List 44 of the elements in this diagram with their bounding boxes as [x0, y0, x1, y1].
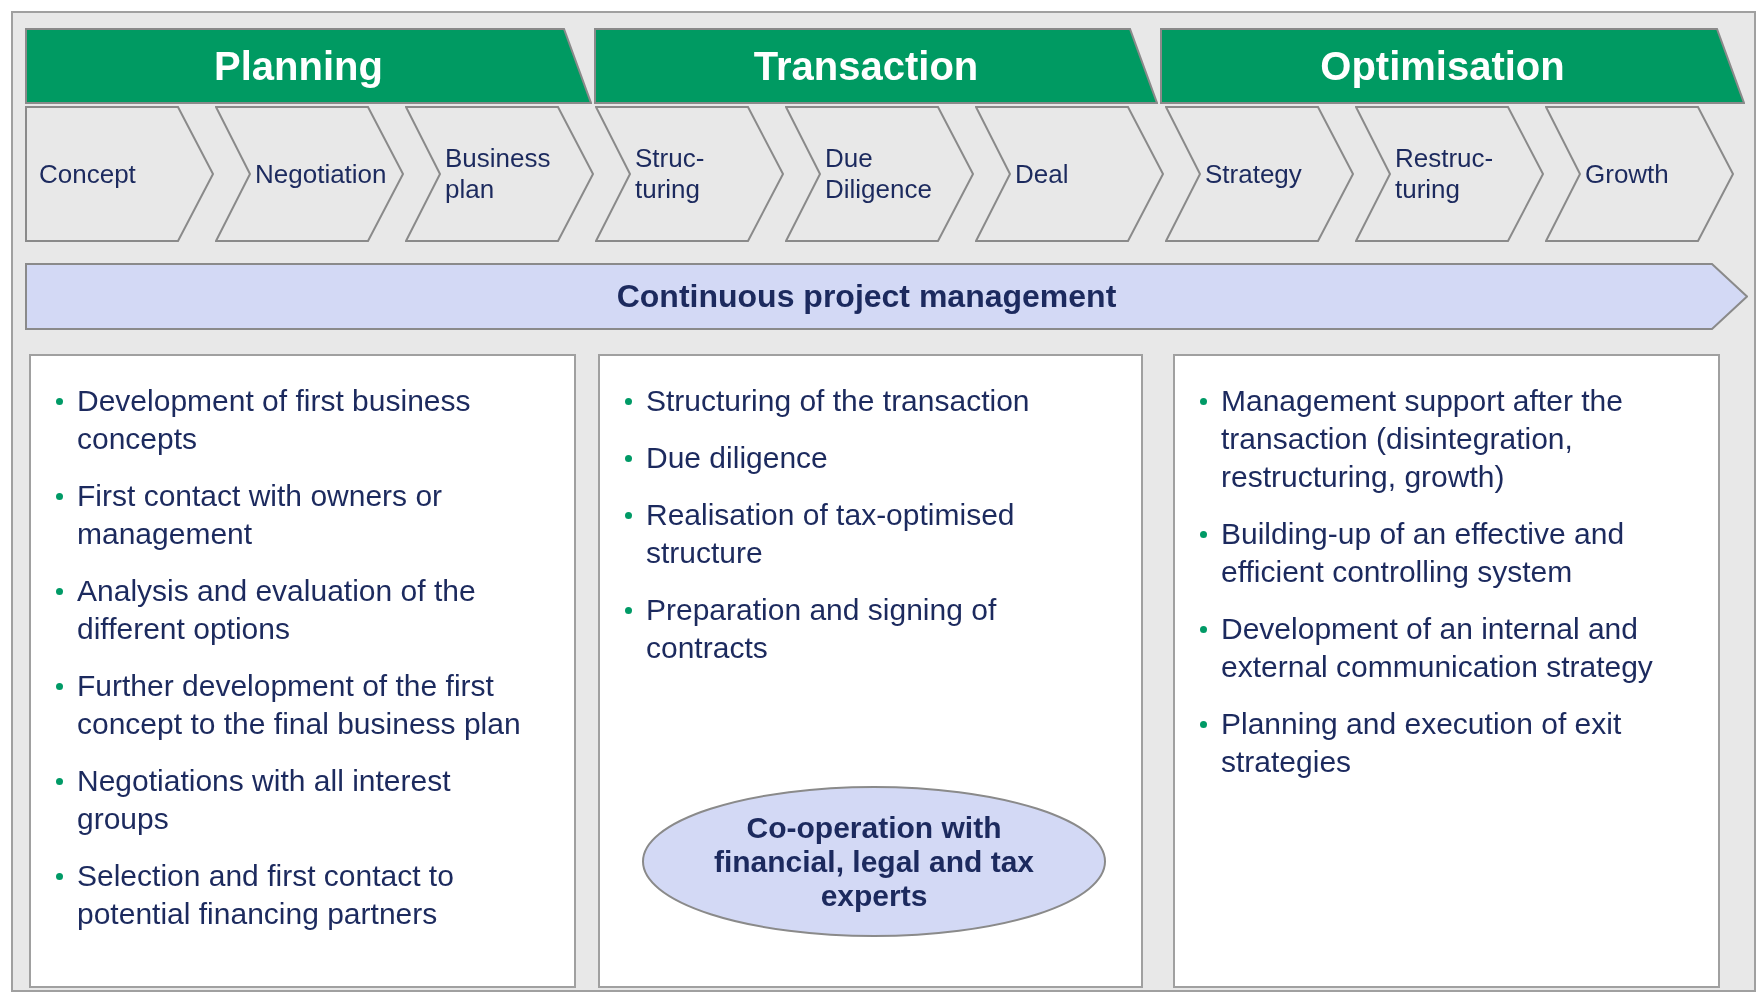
chevron-step: [785, 106, 974, 242]
bullet-item: Preparation and signing of contracts: [612, 591, 1117, 667]
text-panel: [29, 354, 576, 988]
text-panel: [598, 354, 1143, 988]
step-label: Negotiation: [255, 158, 387, 190]
bullet-item: First contact with owners or management: [43, 477, 550, 553]
ellipse-callout: [641, 785, 1107, 938]
chevron-step: [1355, 106, 1544, 242]
bullet-item: Selection and first contact to potential financing partners: [43, 857, 550, 933]
chevron-step: [215, 106, 404, 242]
chevron-step: [1165, 106, 1354, 242]
phase-title: Transaction: [753, 43, 979, 89]
step-label: Concept: [39, 158, 136, 190]
bullet-item: Realisation of tax-optimised structure: [612, 496, 1117, 572]
phase-header: [594, 28, 1158, 104]
chevron-step: [405, 106, 594, 242]
chevron-step: [975, 106, 1164, 242]
step-label: Struc- turing: [635, 143, 706, 205]
bullet-item: Development of an internal and external communication strategy: [1187, 610, 1694, 686]
bullet-item: Management support after the transaction (disintegration, restructuring, growth): [1187, 382, 1694, 496]
bullet-item: Analysis and evaluation of the different options: [43, 572, 550, 648]
phase-title: Optimisation: [1320, 43, 1565, 89]
phase-title: Planning: [214, 43, 383, 89]
text-panel: [1173, 354, 1720, 988]
chevron-step: [1545, 106, 1734, 242]
bullet-item: Negotiations with all interest groups: [43, 762, 550, 838]
step-label: Strategy: [1205, 158, 1302, 190]
bullet-item: Building-up of an effective and efficient controlling system: [1187, 515, 1694, 591]
step-label: Growth: [1585, 158, 1669, 190]
step-label: Deal: [1015, 158, 1069, 190]
chevron-step: [595, 106, 784, 242]
bullet-item: Structuring of the transaction: [612, 382, 1117, 420]
callout-text: Co-operation with financial, legal and tax experts: [712, 810, 1036, 913]
step-label: Business plan: [445, 143, 552, 205]
bullet-item: Further development of the first concept to the final business plan: [43, 667, 550, 743]
phase-header: [1160, 28, 1745, 104]
step-label: Due Diligence: [825, 143, 933, 205]
bullet-item: Due diligence: [612, 439, 1117, 477]
chevron-step: [25, 106, 214, 242]
banner-title: Continuous project management: [616, 278, 1117, 315]
bullet-item: Planning and execution of exit strategies: [1187, 705, 1694, 781]
bullet-item: Development of first business concepts: [43, 382, 550, 458]
phase-header: [25, 28, 592, 104]
step-label: Restruc- turing: [1395, 143, 1495, 205]
